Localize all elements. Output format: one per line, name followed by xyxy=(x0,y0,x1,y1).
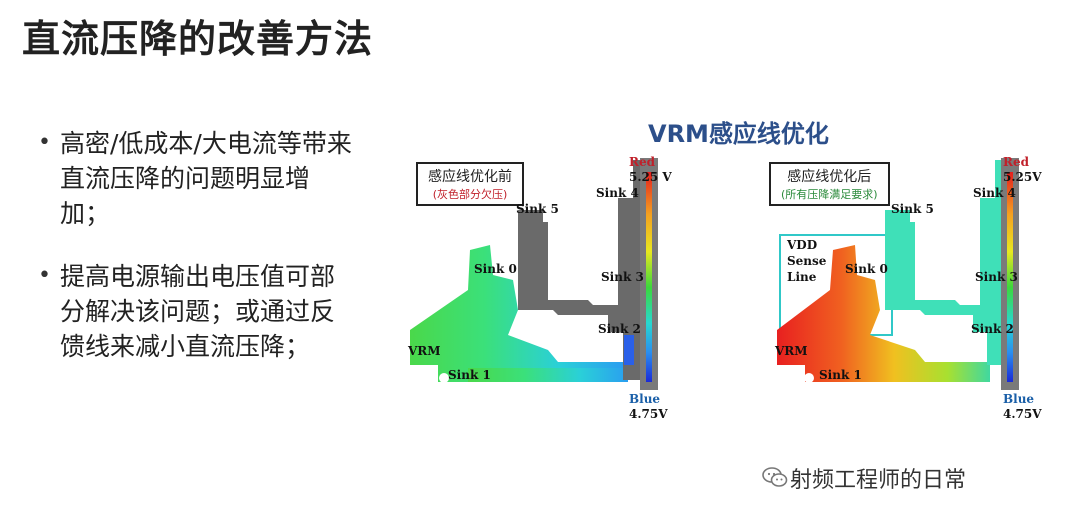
right-cyan-trace xyxy=(885,160,1001,365)
right-line-label: Line xyxy=(787,270,817,284)
right-bottom-voltage: 4.75V xyxy=(1003,407,1042,421)
left-blue-tip xyxy=(624,335,634,365)
right-board-map-graphic xyxy=(777,158,1019,390)
right-voltage-map: 感应线优化后 (所有压降满足要求) Sink 5 Sink 4 Sink 3 S… xyxy=(769,150,1080,421)
bullet-item: • 高密/低成本/大电流等带来直流压降的问题明显增加； xyxy=(38,126,358,231)
right-vdd-label: VDD xyxy=(787,238,818,252)
left-red-label: Red xyxy=(629,155,655,169)
right-red-label: Red xyxy=(1003,155,1029,169)
left-vrm-label: VRM xyxy=(408,344,441,358)
left-subcaption: (灰色部分欠压) xyxy=(432,188,508,201)
wechat-icon xyxy=(762,467,788,487)
right-sink2-label: Sink 2 xyxy=(971,322,1014,336)
bullet-dot-icon: • xyxy=(38,130,51,155)
right-sink5-label: Sink 5 xyxy=(891,202,934,216)
right-sink0-label: Sink 0 xyxy=(845,262,888,276)
right-sink3-label: Sink 3 xyxy=(975,270,1018,284)
left-sink0-label: Sink 0 xyxy=(474,262,517,276)
left-via-hole xyxy=(439,373,449,383)
right-caption-box: 感应线优化后 (所有压降满足要求) xyxy=(769,162,890,206)
bullet-item: • 提高电源输出电压值可部分解决该问题；或通过反馈线来减小直流压降； xyxy=(38,259,358,364)
left-sink3-label: Sink 3 xyxy=(601,270,644,284)
left-grey-trace xyxy=(518,160,640,380)
right-sink1-label: Sink 1 xyxy=(819,368,862,382)
left-sink2-label: Sink 2 xyxy=(598,322,641,336)
right-scale-gradient xyxy=(1007,172,1013,382)
right-red-trace xyxy=(777,245,990,382)
left-bottom-voltage: 4.75V xyxy=(629,407,668,421)
bullet-text: 提高电源输出电压值可部分解决该问题；或通过反馈线来减小直流压降； xyxy=(60,262,336,361)
right-caption: 感应线优化后 xyxy=(787,169,872,185)
left-caption-box: 感应线优化前 (灰色部分欠压) xyxy=(416,162,524,206)
left-sink4-label: Sink 4 xyxy=(596,186,639,200)
left-scale-gradient xyxy=(646,172,652,382)
page-title: 直流压降的改善方法 xyxy=(22,17,374,61)
bullet-list: • 高密/低成本/大电流等带来直流压降的问题明显增加； • 提高电源输出电压值可… xyxy=(38,126,358,392)
left-voltage-map: 感应线优化前 (灰色部分欠压) Sink 5 Sink 4 Sink 3 Sin… xyxy=(408,150,738,421)
right-subcaption: (所有压降满足要求) xyxy=(781,188,878,201)
right-sink4-label: Sink 4 xyxy=(973,186,1016,200)
bullet-dot-icon: • xyxy=(38,263,51,288)
bullet-text: 高密/低成本/大电流等带来直流压降的问题明显增加； xyxy=(60,129,352,228)
left-blue-label: Blue xyxy=(629,392,661,406)
right-sense-label: Sense xyxy=(787,254,827,268)
left-sink1-label: Sink 1 xyxy=(448,368,491,382)
left-sink5-label: Sink 5 xyxy=(516,202,559,216)
right-vrm-label: VRM xyxy=(775,344,808,358)
figure-title: VRM感应线优化 xyxy=(648,120,829,148)
footer-account-name: 射频工程师的日常 xyxy=(790,468,967,493)
right-top-voltage: 5.25V xyxy=(1003,170,1042,184)
left-caption: 感应线优化前 xyxy=(428,169,512,185)
left-bottom-rail xyxy=(468,368,628,382)
right-blue-label: Blue xyxy=(1003,392,1035,406)
right-via-hole xyxy=(804,373,814,383)
left-board-map-graphic xyxy=(410,158,658,390)
left-top-voltage: 5.25 V xyxy=(629,170,672,184)
left-green-trace xyxy=(410,245,623,382)
